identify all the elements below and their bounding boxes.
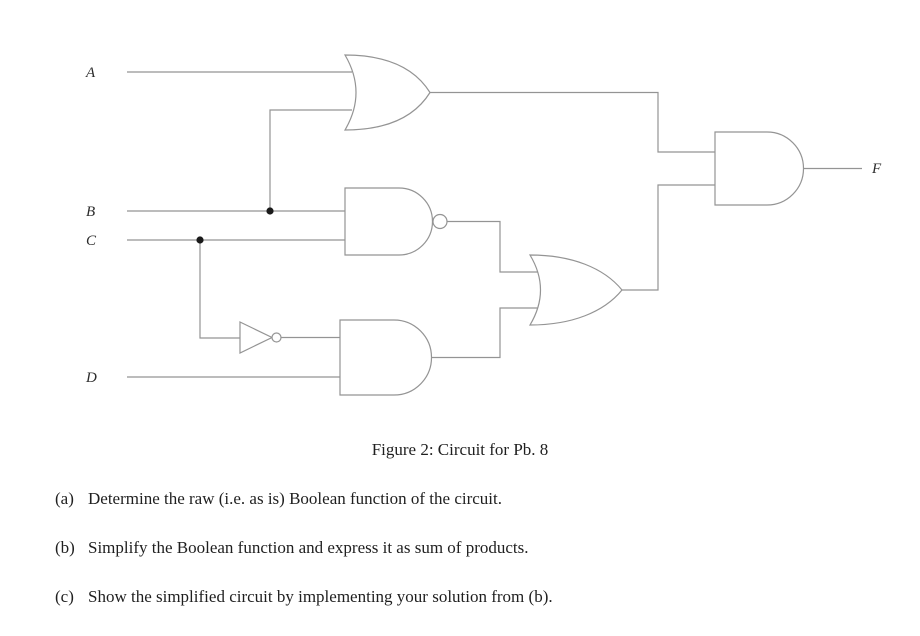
- question-b-text: Simplify the Boolean function and expres…: [88, 538, 529, 557]
- wire-and-to-or2: [432, 307, 540, 359]
- wire-or2-to-final-and: [622, 184, 715, 291]
- label-output-f: F: [871, 161, 882, 177]
- question-c-marker: (c): [55, 587, 74, 606]
- label-input-d: D: [85, 370, 97, 386]
- wire-c-branch-to-not: [199, 240, 240, 339]
- wire-or1-to-final-and: [430, 91, 715, 153]
- question-a-text: Determine the raw (i.e. as is) Boolean f…: [88, 489, 502, 508]
- label-input-c: C: [86, 233, 97, 249]
- figure-caption: Figure 2: Circuit for Pb. 8: [371, 440, 549, 459]
- label-input-a: A: [85, 65, 96, 81]
- not-gate-bubble: [271, 332, 282, 343]
- and-gate-lower: [339, 319, 433, 396]
- or-gate-lower: [528, 254, 623, 326]
- nand-gate-bubble: [432, 213, 448, 230]
- junction-dot-c: [196, 236, 204, 244]
- question-b: (b) Simplify the Boolean function and ex…: [55, 538, 880, 558]
- question-a: (a) Determine the raw (i.e. as is) Boole…: [55, 489, 880, 509]
- question-list: (a) Determine the raw (i.e. as is) Boole…: [0, 489, 920, 607]
- or-gate-top: [343, 54, 431, 131]
- label-input-b: B: [86, 204, 95, 220]
- question-a-marker: (a): [55, 489, 74, 508]
- wire-b-branch-to-or: [269, 109, 352, 211]
- not-gate-triangle: [239, 321, 274, 354]
- and-gate-output: [714, 131, 805, 206]
- wire-nand-to-or2: [447, 220, 540, 273]
- question-c-text: Show the simplified circuit by implement…: [88, 587, 553, 606]
- question-c: (c) Show the simplified circuit by imple…: [55, 587, 880, 607]
- question-b-marker: (b): [55, 538, 75, 557]
- junction-dot-b: [266, 207, 274, 215]
- nand-gate-body: [344, 187, 434, 256]
- circuit-diagram: A B C D F: [85, 54, 882, 396]
